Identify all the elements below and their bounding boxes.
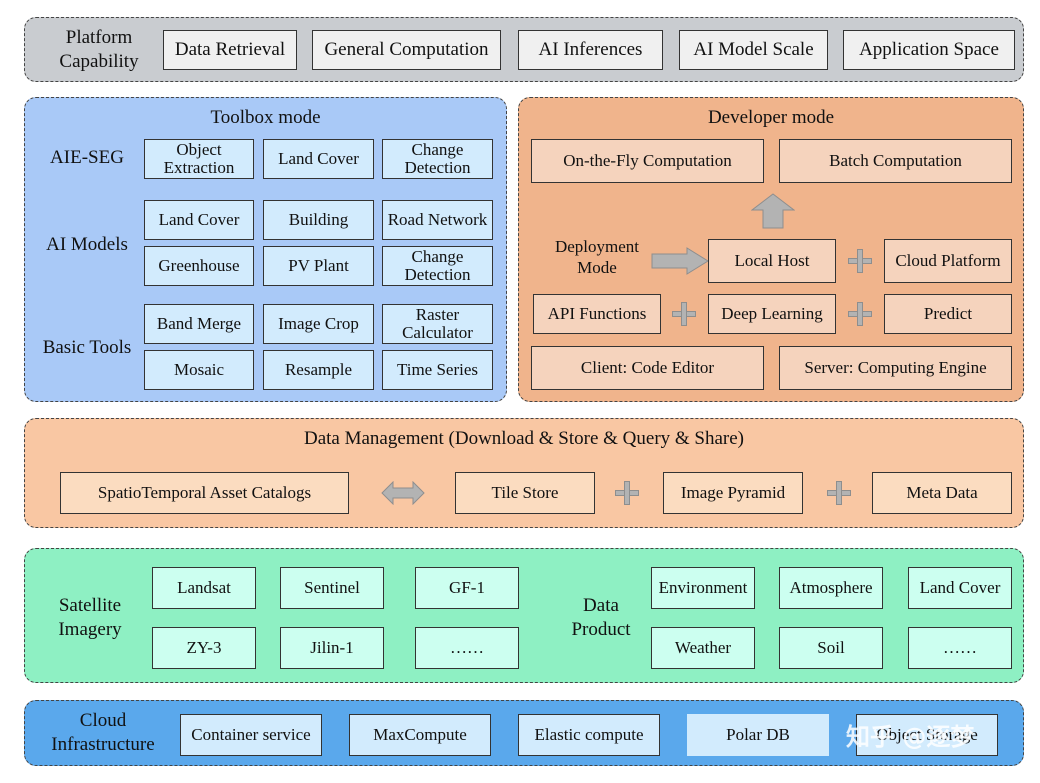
basic-tool-band-merge: Band Merge	[144, 304, 254, 344]
watermark: 知乎 @逐梦	[846, 723, 975, 751]
predict-box: Predict	[884, 294, 1012, 334]
data-product-atmosphere: Atmosphere	[779, 567, 883, 609]
cloud-object-storage: Object Storage	[856, 714, 998, 756]
satellite-gf-1: GF-1	[415, 567, 519, 609]
ai-models-label: AI Models	[46, 234, 128, 256]
plus-icon	[672, 302, 696, 326]
toolbox-mode-title: Toolbox mode	[210, 107, 321, 128]
basic-tool-time-series: Time Series	[382, 350, 493, 390]
basic-tools-label: Basic Tools	[42, 337, 132, 359]
platform-capability-label: Platform Capability	[59, 27, 139, 72]
cloud-infrastructure-label: Cloud Infrastructure	[51, 710, 155, 755]
platform-item-ai-inferences: AI Inferences	[518, 30, 663, 70]
satellite-sentinel: Sentinel	[280, 567, 384, 609]
aie-seg-land-cover: Land Cover	[263, 139, 374, 179]
ai-model-building: Building	[263, 200, 374, 240]
basic-tool-resample: Resample	[263, 350, 374, 390]
ai-model-road-network: Road Network	[382, 200, 493, 240]
local-host-box: Local Host	[708, 239, 836, 283]
deployment-mode-label: Deployment Mode	[554, 236, 640, 277]
toolbox-mode-panel: Toolbox mode AIE-SEG Object Extraction L…	[24, 97, 507, 402]
satellite-landsat: Landsat	[152, 567, 256, 609]
data-product-more: ……	[908, 627, 1012, 669]
platform-item-data-retrieval: Data Retrieval	[163, 30, 297, 70]
aie-seg-change-detection: Change Detection	[382, 139, 493, 179]
cloud-polar-db: Polar DB	[687, 714, 829, 756]
cloud-container-service: Container service	[180, 714, 322, 756]
satellite-jilin-1: Jilin-1	[280, 627, 384, 669]
cloud-elastic-compute: Elastic compute	[518, 714, 660, 756]
developer-mode-panel: Developer mode On-the-Fly Computation Ba…	[518, 97, 1024, 402]
ai-model-pv-plant: PV Plant	[263, 246, 374, 286]
basic-tool-raster-calculator: Raster Calculator	[382, 304, 493, 344]
data-product-weather: Weather	[651, 627, 755, 669]
tile-store-box: Tile Store	[455, 472, 595, 514]
platform-item-ai-model-scale: AI Model Scale	[679, 30, 828, 70]
basic-tool-image-crop: Image Crop	[263, 304, 374, 344]
developer-mode-title: Developer mode	[707, 107, 835, 128]
satellite-data-panel: Satellite Imagery Landsat Sentinel GF-1 …	[24, 548, 1024, 683]
api-functions-box: API Functions	[533, 294, 661, 334]
up-arrow-icon	[751, 193, 795, 229]
ai-model-change-detection: Change Detection	[382, 246, 493, 286]
client-code-editor-box: Client: Code Editor	[531, 346, 764, 390]
cloud-maxcompute: MaxCompute	[349, 714, 491, 756]
aie-seg-object-extraction: Object Extraction	[144, 139, 254, 179]
data-product-label: Data Product	[571, 595, 631, 640]
ai-model-greenhouse: Greenhouse	[144, 246, 254, 286]
data-product-land-cover: Land Cover	[908, 567, 1012, 609]
data-product-soil: Soil	[779, 627, 883, 669]
meta-data-box: Meta Data	[872, 472, 1012, 514]
deep-learning-box: Deep Learning	[708, 294, 836, 334]
plus-icon	[848, 302, 872, 326]
satellite-imagery-label: Satellite Imagery	[58, 595, 122, 640]
platform-capability-panel: Platform Capability Data Retrieval Gener…	[24, 17, 1024, 82]
bidirectional-arrow-icon	[381, 481, 425, 505]
stac-box: SpatioTemporal Asset Catalogs	[60, 472, 349, 514]
right-arrow-icon	[651, 247, 709, 275]
plus-icon	[615, 481, 639, 505]
satellite-zy-3: ZY-3	[152, 627, 256, 669]
satellite-more: ……	[415, 627, 519, 669]
basic-tool-mosaic: Mosaic	[144, 350, 254, 390]
data-product-environment: Environment	[651, 567, 755, 609]
batch-computation-box: Batch Computation	[779, 139, 1012, 183]
platform-item-application-space: Application Space	[843, 30, 1015, 70]
plus-icon	[848, 249, 872, 273]
data-management-title: Data Management (Download & Store & Quer…	[303, 428, 745, 449]
cloud-infrastructure-panel: Cloud Infrastructure Container service M…	[24, 700, 1024, 766]
on-the-fly-computation-box: On-the-Fly Computation	[531, 139, 764, 183]
aie-seg-label: AIE-SEG	[50, 147, 124, 169]
plus-icon	[827, 481, 851, 505]
image-pyramid-box: Image Pyramid	[663, 472, 803, 514]
ai-model-land-cover: Land Cover	[144, 200, 254, 240]
server-computing-engine-box: Server: Computing Engine	[779, 346, 1012, 390]
data-management-panel: Data Management (Download & Store & Quer…	[24, 418, 1024, 528]
cloud-platform-box: Cloud Platform	[884, 239, 1012, 283]
platform-item-general-computation: General Computation	[312, 30, 501, 70]
